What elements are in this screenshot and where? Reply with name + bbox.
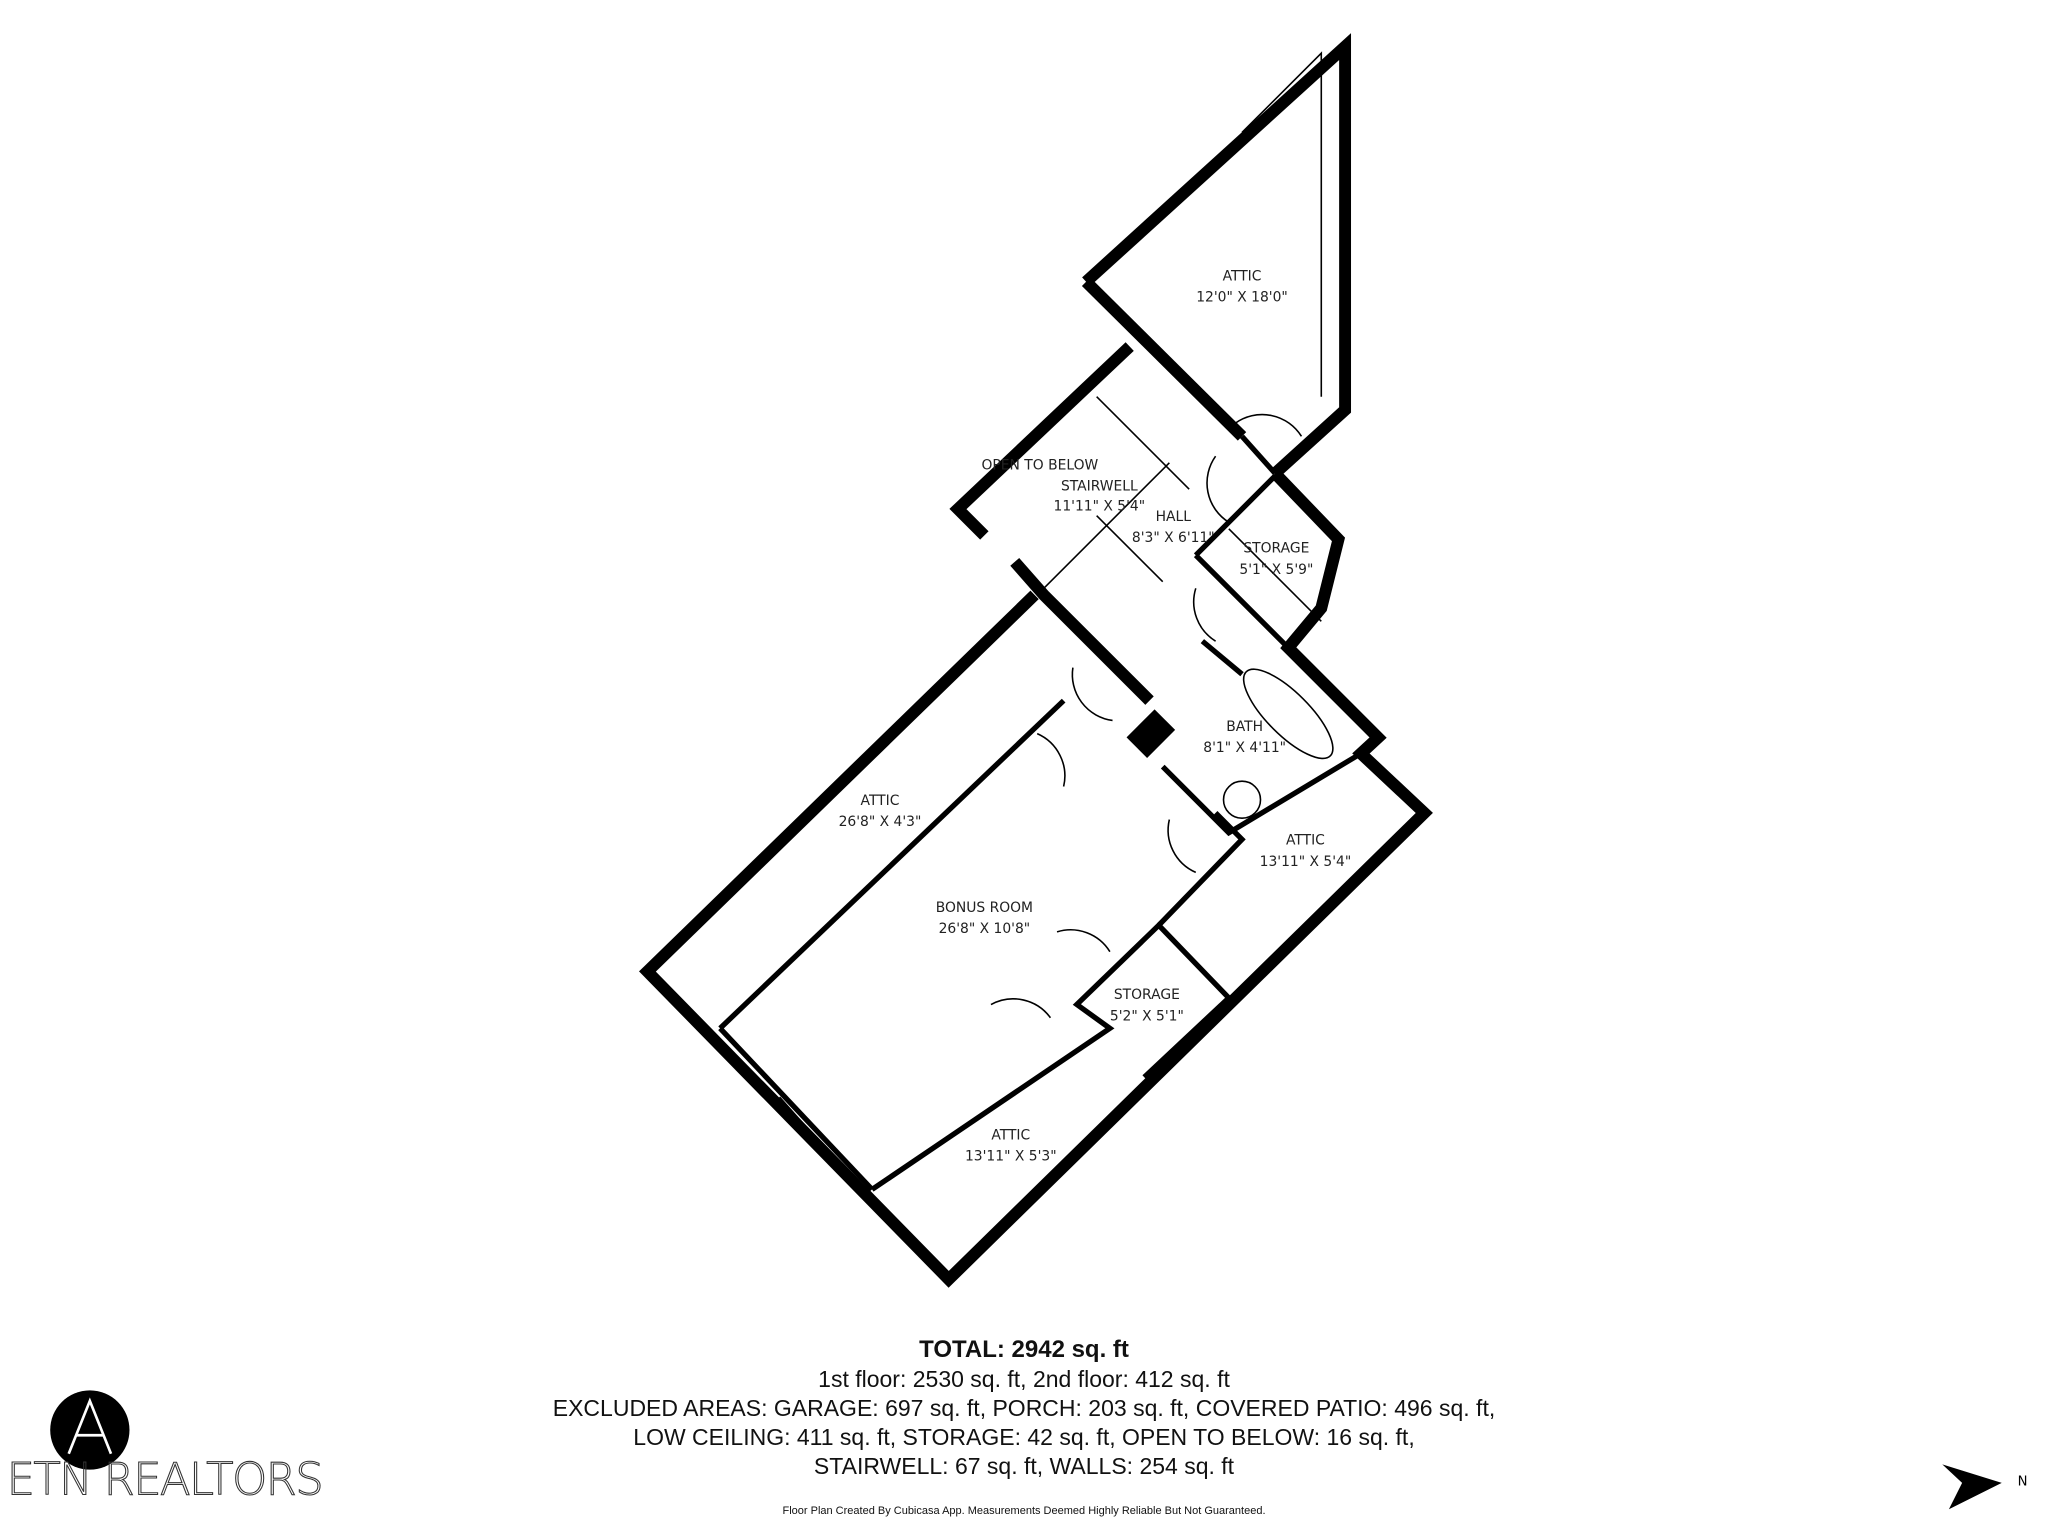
logo: ETN REALTORS — [6, 1390, 324, 1506]
room-dims: 8'1" X 4'11" — [1203, 740, 1286, 756]
room-name: BATH — [1226, 719, 1263, 735]
room-dims: 11'11" X 5'4" — [1054, 498, 1146, 514]
room-dims: 8'3" X 6'11" — [1132, 530, 1215, 546]
room-name: ATTIC — [861, 793, 900, 809]
room-name: ATTIC — [1223, 268, 1262, 284]
room-dims: 13'11" X 5'3" — [965, 1148, 1057, 1164]
room-name: STORAGE — [1114, 987, 1180, 1003]
interior-walls — [718, 51, 1363, 1192]
floor-areas: 1st floor: 2530 sq. ft, 2nd floor: 412 s… — [818, 1366, 1230, 1392]
excluded-areas-2: LOW CEILING: 411 sq. ft, STORAGE: 42 sq.… — [633, 1424, 1415, 1450]
room-dims: 5'1" X 5'9" — [1239, 562, 1313, 578]
room-name: STAIRWELL — [1061, 479, 1138, 495]
room-name: BONUS ROOM — [936, 900, 1033, 916]
room-name: ATTIC — [1286, 833, 1325, 849]
north-label: N — [2018, 1474, 2028, 1489]
room-name: HALL — [1156, 509, 1192, 525]
north-arrow-icon: N — [1942, 1464, 2028, 1510]
room-dims: 26'8" X 4'3" — [839, 814, 922, 830]
room-name: OPEN TO BELOW — [982, 457, 1099, 473]
total-area: TOTAL: 2942 sq. ft — [919, 1336, 1129, 1363]
room-dims: 5'2" X 5'1" — [1110, 1008, 1184, 1024]
excluded-areas-3: STAIRWELL: 67 sq. ft, WALLS: 254 sq. ft — [813, 1453, 1235, 1479]
exterior-walls — [639, 33, 1433, 1288]
room-name: STORAGE — [1243, 541, 1309, 557]
room-name: ATTIC — [991, 1127, 1030, 1143]
logo-text: ETN REALTORS — [7, 1453, 324, 1506]
room-dims: 12'0" X 18'0" — [1196, 290, 1288, 306]
room-dims: 13'11" X 5'4" — [1260, 854, 1352, 870]
room-dims: 26'8" X 10'8" — [939, 921, 1031, 937]
disclaimer: Floor Plan Created By Cubicasa App. Meas… — [782, 1505, 1266, 1517]
excluded-areas-1: EXCLUDED AREAS: GARAGE: 697 sq. ft, PORC… — [552, 1395, 1496, 1421]
room-labels: ATTIC 12'0" X 18'0" OPEN TO BELOW STAIRW… — [839, 268, 1352, 1164]
